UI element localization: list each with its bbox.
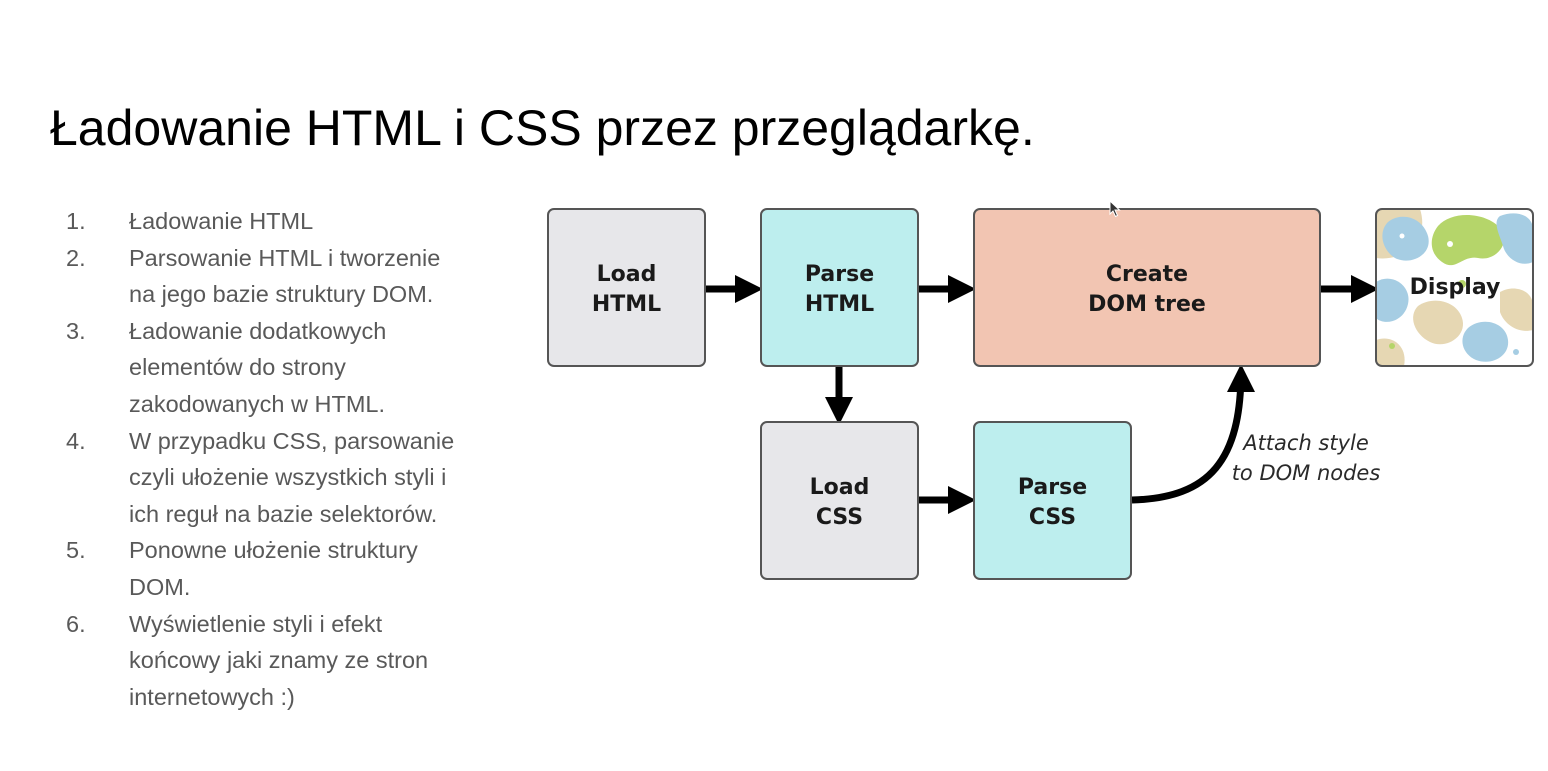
node-load-css-label-line2: CSS	[816, 505, 863, 530]
step-text-line: na jego bazie struktury DOM.	[129, 281, 434, 308]
node-load-html-box	[547, 208, 706, 367]
slide-title: Ładowanie HTML i CSS przez przeglądarkę.	[50, 100, 1035, 156]
step-text-line: Ponowne ułożenie struktury	[129, 537, 418, 564]
step-item-4: 4. W przypadku CSS, parsowanie czyli uło…	[66, 423, 506, 533]
step-number: 5.	[66, 537, 86, 564]
node-create-dom-tree-label-line2: DOM tree	[1088, 292, 1206, 317]
step-item-5: 5. Ponowne ułożenie struktury DOM.	[66, 532, 506, 605]
node-parse-html: Parse HTML	[760, 208, 919, 367]
node-parse-html-box	[760, 208, 919, 367]
steps-list: 1. Ładowanie HTML 2. Parsowanie HTML i t…	[66, 203, 506, 715]
node-load-css-box	[760, 421, 919, 580]
node-display: Display	[1375, 208, 1534, 367]
arrow-parse-css-to-create-dom	[1131, 364, 1255, 504]
node-load-html: Load HTML	[547, 208, 706, 367]
step-text: Parsowanie HTML i tworzenie na jego bazi…	[129, 240, 506, 313]
step-text-line: zakodowanych w HTML.	[129, 390, 385, 417]
node-parse-css-box	[973, 421, 1132, 580]
step-text-line: Ładowanie HTML	[129, 208, 314, 234]
mouse-pointer-icon	[1109, 200, 1121, 218]
edge-label-attach-style: Attach style to DOM nodes	[1232, 431, 1381, 485]
step-text: Ładowanie HTML	[129, 203, 506, 240]
edge-label-line1: Attach style	[1241, 431, 1369, 455]
step-text-line: czyli ułożenie wszystkich styli i	[129, 464, 447, 491]
step-item-6: 6. Wyświetlenie styli i efekt końcowy ja…	[66, 606, 506, 716]
step-item-2: 2. Parsowanie HTML i tworzenie na jego b…	[66, 240, 506, 313]
step-text: Wyświetlenie styli i efekt końcowy jaki …	[129, 606, 506, 716]
node-load-html-label-line2: HTML	[592, 292, 661, 317]
step-number: 4.	[66, 427, 86, 454]
step-text: Ponowne ułożenie struktury DOM.	[129, 532, 506, 605]
step-text-line: Ładowanie dodatkowych	[129, 317, 387, 344]
step-item-3: 3. Ładowanie dodatkowych elementów do st…	[66, 313, 506, 423]
node-create-dom-tree-label-line1: Create	[1106, 262, 1188, 287]
node-parse-css-label-line1: Parse	[1018, 475, 1087, 500]
step-text-line: ich reguł na bazie selektorów.	[129, 500, 438, 527]
step-number: 6.	[66, 610, 86, 637]
step-text: Ładowanie dodatkowych elementów do stron…	[129, 313, 506, 423]
step-number: 3.	[66, 317, 86, 344]
node-create-dom-tree-box	[973, 208, 1321, 367]
node-parse-html-label-line2: HTML	[805, 292, 874, 317]
browser-rendering-diagram: Load HTML Parse HTML Create DOM tree	[547, 208, 1534, 580]
display-pattern-illustration	[1376, 209, 1533, 366]
step-text-line: Wyświetlenie styli i efekt	[129, 610, 383, 637]
node-display-box	[1375, 208, 1534, 367]
node-parse-css-label-line2: CSS	[1029, 505, 1076, 530]
step-text: W przypadku CSS, parsowanie czyli ułożen…	[129, 423, 506, 533]
step-text-line: W przypadku CSS, parsowanie	[129, 427, 455, 454]
node-parse-html-label-line1: Parse	[805, 262, 874, 287]
step-item-1: 1. Ładowanie HTML	[66, 203, 506, 240]
node-load-css: Load CSS	[760, 421, 919, 580]
step-text-line: końcowy jaki znamy ze stron	[129, 647, 429, 674]
step-text-line: elementów do strony	[129, 354, 346, 381]
step-number: 2.	[66, 244, 86, 271]
diagram-arrows	[706, 275, 1379, 514]
edge-label-line2: to DOM nodes	[1232, 461, 1381, 485]
step-text-line: Parsowanie HTML i tworzenie	[129, 244, 441, 271]
step-text-line: internetowych :)	[129, 683, 295, 710]
step-text-line: DOM.	[129, 573, 191, 600]
node-display-label: Display	[1410, 275, 1501, 300]
step-number: 1.	[66, 208, 86, 234]
node-parse-css: Parse CSS	[973, 421, 1132, 580]
node-load-css-label-line1: Load	[810, 475, 870, 500]
node-load-html-label-line1: Load	[597, 262, 657, 287]
node-create-dom-tree: Create DOM tree	[973, 208, 1321, 367]
